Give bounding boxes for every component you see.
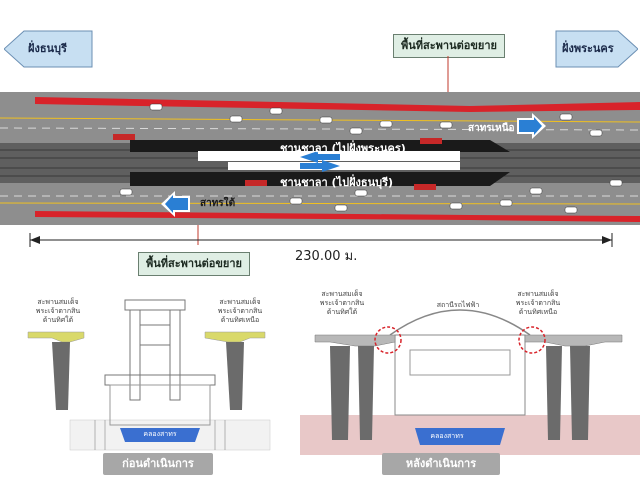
right-arrow-shape bbox=[555, 30, 638, 68]
callout-top-label: พื้นที่สะพานต่อขยาย bbox=[401, 39, 497, 52]
before-left-bridge-label: สะพานสมเด็จ พระเจ้าตากสิน ด้านทิศใต้ bbox=[35, 298, 81, 324]
north-traffic-arrow bbox=[519, 117, 542, 135]
highlight-right bbox=[518, 326, 546, 354]
direction-thonburi: ฝั่งธนบุรี bbox=[4, 29, 94, 69]
platform-upper bbox=[130, 140, 510, 152]
north-traffic-label: สาทรเหนือ bbox=[468, 123, 515, 134]
platform-lower bbox=[130, 172, 510, 186]
before-caption: ก่อนดำเนินการ bbox=[103, 453, 213, 475]
canal-after bbox=[415, 428, 505, 445]
canal-before bbox=[120, 428, 200, 442]
barrier-bottom bbox=[35, 211, 640, 222]
after-right-bridge-label: สะพานสมเด็จ พระเจ้าตากสิน ด้านทิศเหนือ bbox=[515, 290, 561, 316]
highlight-left bbox=[374, 326, 402, 354]
barrier-top bbox=[35, 97, 640, 112]
cars bbox=[119, 103, 623, 214]
buses bbox=[113, 134, 442, 190]
platform-arrow-left bbox=[300, 151, 340, 163]
direction-phra-nakhon: ฝั่งพระนคร bbox=[554, 29, 638, 69]
direction-left-label: ฝั่งธนบุรี bbox=[28, 42, 67, 55]
extension-area-callout-bottom: พื้นที่สะพานต่อขยาย bbox=[138, 252, 250, 276]
section-after-drawing bbox=[300, 309, 640, 455]
before-right-bridge-label: สะพานสมเด็จ พระเจ้าตากสิน ด้านทิศเหนือ bbox=[217, 298, 263, 324]
south-traffic-label: สาทรใต้ bbox=[200, 198, 236, 209]
after-left-bridge-label: สะพานสมเด็จ พระเจ้าตากสิน ด้านทิศใต้ bbox=[319, 290, 365, 316]
extension-area-callout-top: พื้นที่สะพานต่อขยาย bbox=[393, 34, 505, 58]
dimension-label: 230.00 ม. bbox=[295, 249, 358, 264]
platform-lower-label: ชานชาลา (ไปฝั่งธนบุรี) bbox=[280, 176, 394, 189]
south-traffic-arrow bbox=[165, 195, 188, 213]
platform-upper-label: ชานชาลา (ไปฝั่งพระนคร) bbox=[280, 142, 406, 155]
after-caption: หลังดำเนินการ bbox=[382, 453, 500, 475]
after-station-label: สถานีรถไฟฟ้า bbox=[436, 301, 480, 309]
platform-arrow-right bbox=[300, 160, 340, 172]
after-canal-label: คลองสาทร bbox=[430, 432, 464, 440]
callout-bottom-label: พื้นที่สะพานต่อขยาย bbox=[146, 257, 242, 270]
before-caption-text: ก่อนดำเนินการ bbox=[122, 457, 194, 470]
section-before-drawing bbox=[27, 299, 271, 451]
before-canal-label: คลองสาทร bbox=[143, 430, 177, 438]
left-arrow-shape bbox=[4, 30, 93, 68]
direction-right-label: ฝั่งพระนคร bbox=[562, 42, 614, 55]
after-caption-text: หลังดำเนินการ bbox=[405, 457, 477, 470]
